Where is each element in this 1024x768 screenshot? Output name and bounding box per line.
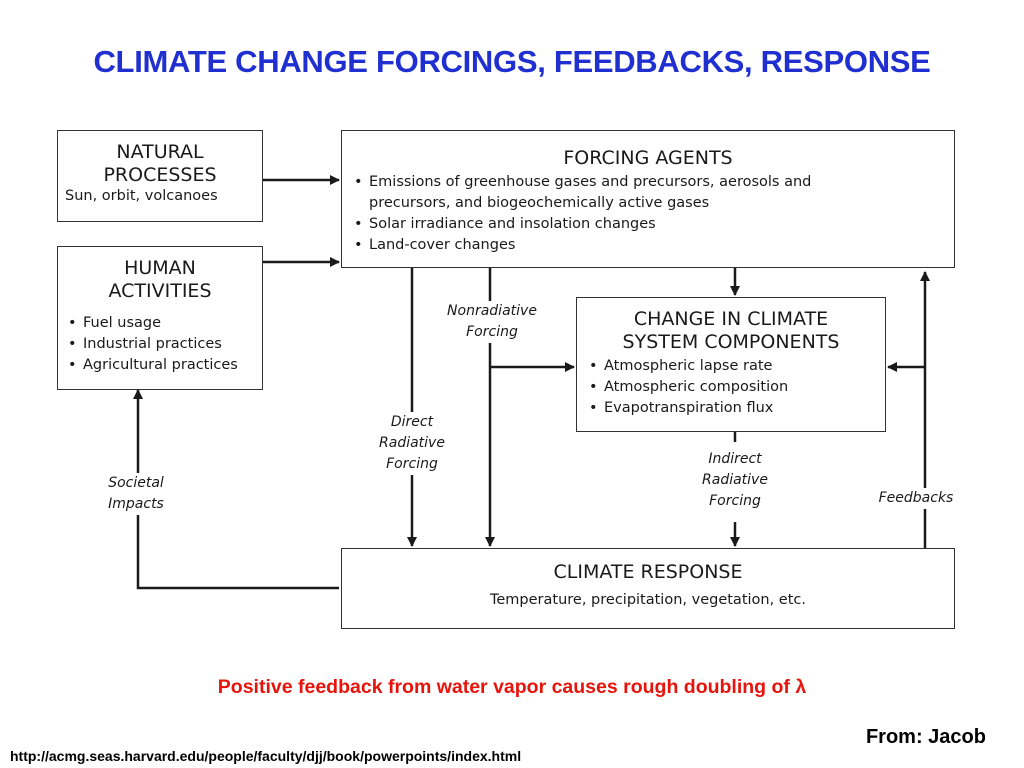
human-activities-heading-2: ACTIVITIES <box>108 280 212 302</box>
natural-processes-subtitle: Sun, orbit, volcanoes <box>65 188 218 204</box>
list-item: Evapotranspiration flux <box>586 398 885 419</box>
natural-processes-box: NATURAL PROCESSES Sun, orbit, volcanoes <box>57 130 263 222</box>
societal-impacts-label: Societal Impacts <box>88 473 184 515</box>
climate-response-subtitle: Temperature, precipitation, vegetation, … <box>489 592 806 608</box>
list-item: Emissions of greenhouse gases and precur… <box>351 172 871 214</box>
climate-system-components-box: CHANGE IN CLIMATE SYSTEM COMPONENTS Atmo… <box>576 297 886 432</box>
climate-response-heading: CLIMATE RESPONSE <box>553 561 743 583</box>
arrow-societal-impacts <box>133 389 339 590</box>
feedbacks-label: Feedbacks <box>864 488 968 509</box>
list-item: Fuel usage <box>65 313 262 334</box>
indirect-radiative-forcing-label: Indirect Radiative Forcing <box>702 451 768 509</box>
page-title: CLIMATE CHANGE FORCINGS, FEEDBACKS, RESP… <box>93 44 931 79</box>
list-item: Land-cover changes <box>351 235 871 256</box>
source-url: http://acmg.seas.harvard.edu/people/facu… <box>10 748 522 764</box>
natural-processes-heading-2: PROCESSES <box>103 164 217 186</box>
climate-system-components-list: Atmospheric lapse rate Atmospheric compo… <box>586 356 885 419</box>
human-activities-box: HUMAN ACTIVITIES Fuel usage Industrial p… <box>57 246 263 390</box>
climate-system-components-heading-1: CHANGE IN CLIMATE <box>633 308 829 330</box>
list-item: Industrial practices <box>65 334 262 355</box>
climate-response-box: CLIMATE RESPONSE Temperature, precipitat… <box>341 548 955 629</box>
list-item: Solar irradiance and insolation changes <box>351 214 871 235</box>
direct-radiative-forcing-label: Direct Radiative Forcing <box>362 412 462 475</box>
forcing-agents-heading: FORCING AGENTS <box>563 147 733 169</box>
source-credit: From: Jacob <box>865 726 986 748</box>
natural-processes-heading-1: NATURAL <box>116 141 204 163</box>
list-item: Agricultural practices <box>65 355 262 376</box>
water-vapor-feedback-note: Positive feedback from water vapor cause… <box>217 676 807 698</box>
human-activities-heading-1: HUMAN <box>124 257 196 279</box>
climate-system-components-heading-2: SYSTEM COMPONENTS <box>622 331 840 353</box>
forcing-agents-list: Emissions of greenhouse gases and precur… <box>351 172 871 256</box>
forcing-agents-box: FORCING AGENTS Emissions of greenhouse g… <box>341 130 955 268</box>
nonradiative-forcing-label: Nonradiative Forcing <box>432 301 552 343</box>
human-activities-list: Fuel usage Industrial practices Agricult… <box>65 313 262 376</box>
list-item: Atmospheric composition <box>586 377 885 398</box>
list-item: Atmospheric lapse rate <box>586 356 885 377</box>
